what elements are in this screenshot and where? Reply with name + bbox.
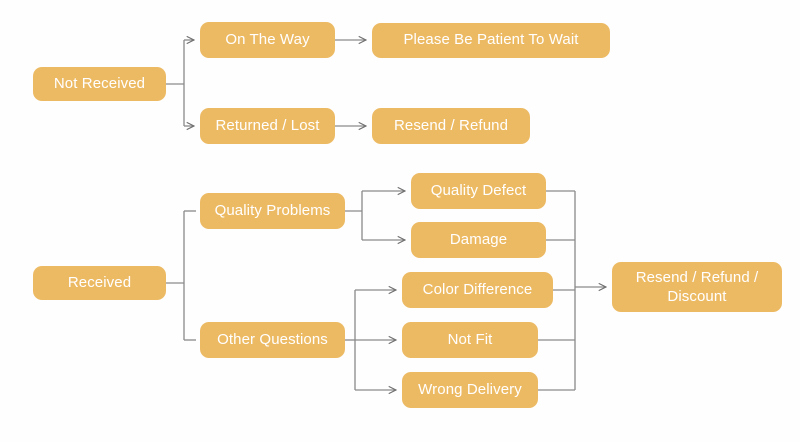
node-resend-refund-discount-line1: Resend / Refund /	[635, 268, 759, 286]
node-resend-refund[interactable]: Resend / Refund	[372, 108, 530, 144]
node-received[interactable]: Received	[33, 266, 166, 300]
node-not-received[interactable]: Not Received	[33, 67, 166, 101]
node-resend-refund-discount-line2: Discount	[667, 288, 727, 305]
node-quality-defect[interactable]: Quality Defect	[411, 173, 546, 209]
node-resend-refund-discount[interactable]: Resend / Refund / Discount	[612, 262, 782, 312]
node-please-be-patient-to-wait[interactable]: Please Be Patient To Wait	[372, 23, 610, 58]
node-on-the-way[interactable]: On The Way	[200, 22, 335, 58]
node-other-questions[interactable]: Other Questions	[200, 322, 345, 358]
node-wrong-delivery[interactable]: Wrong Delivery	[402, 372, 538, 408]
node-quality-problems[interactable]: Quality Problems	[200, 193, 345, 229]
node-color-difference[interactable]: Color Difference	[402, 272, 553, 308]
node-not-fit[interactable]: Not Fit	[402, 322, 538, 358]
node-returned-lost[interactable]: Returned / Lost	[200, 108, 335, 144]
node-damage[interactable]: Damage	[411, 222, 546, 258]
